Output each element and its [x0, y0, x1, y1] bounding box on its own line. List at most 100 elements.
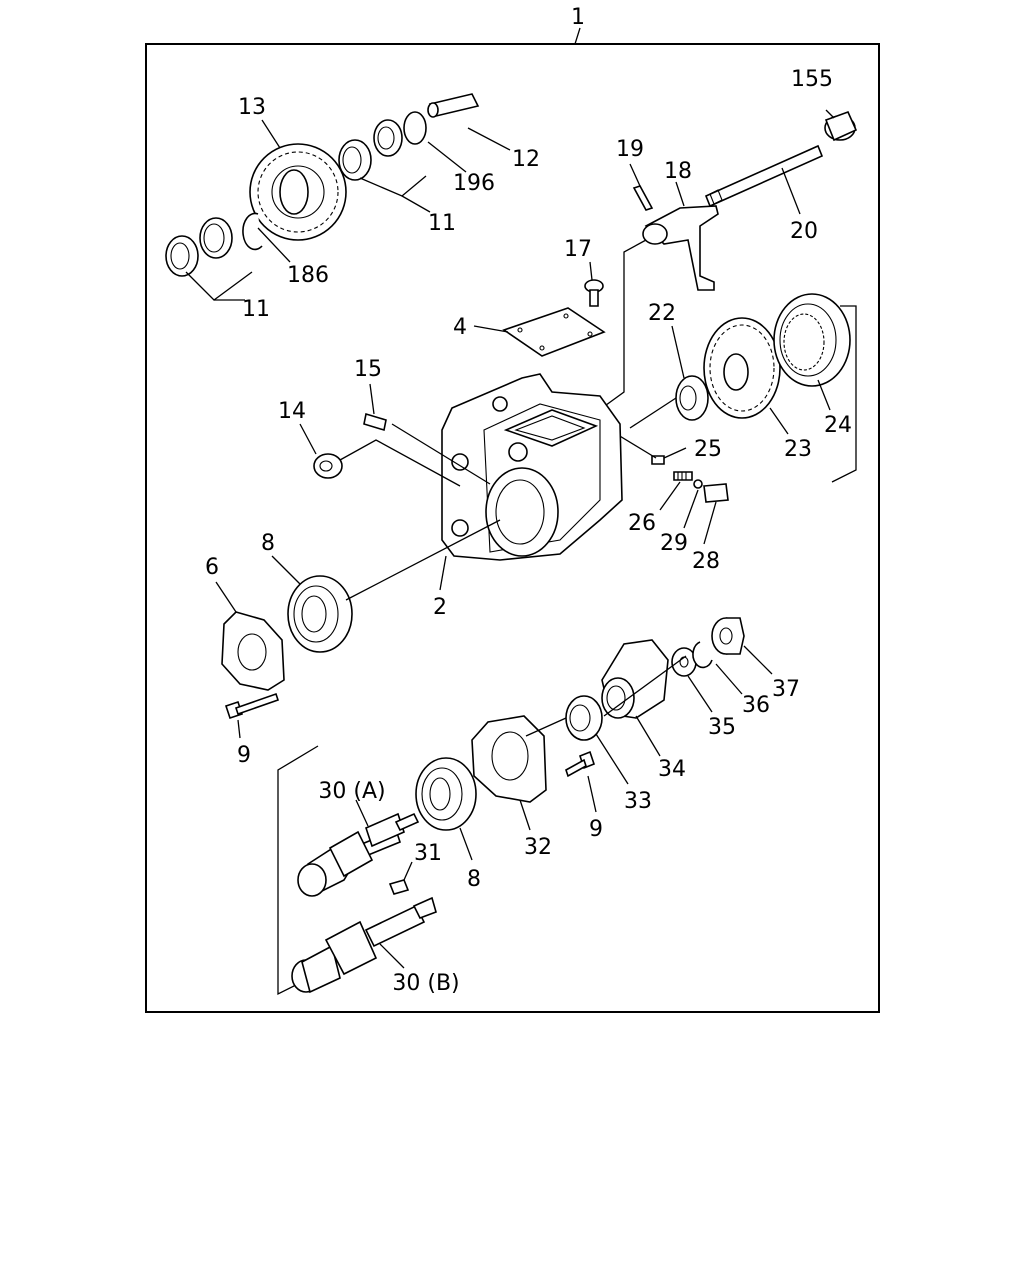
key-31 [388, 879, 410, 895]
pin-15 [363, 412, 387, 432]
fork-shaft-line [601, 239, 647, 409]
callout-9-left: 9 [237, 743, 251, 768]
callout-15: 15 [354, 357, 382, 382]
leader-24 [817, 379, 831, 411]
plate-6 [221, 611, 285, 691]
bracket-11-lower [185, 271, 253, 301]
sleeve-24 [773, 293, 851, 387]
bolt-9-left [224, 692, 280, 720]
bearing-8-lower [415, 757, 477, 831]
ball-29 [693, 479, 703, 489]
leader-6 [215, 581, 237, 613]
axis-15 [391, 423, 491, 485]
callout-24: 24 [824, 413, 852, 438]
nut-37 [711, 617, 745, 655]
shift-shaft-20 [704, 144, 824, 208]
leader-36 [715, 663, 743, 695]
bolt-9-right [565, 750, 595, 778]
spring-26 [673, 471, 693, 481]
leader-31 [403, 861, 413, 881]
callout-13: 13 [238, 95, 266, 120]
callout-186: 186 [287, 263, 329, 288]
callout-11-lower: 11 [242, 297, 270, 322]
callout-37: 37 [772, 677, 800, 702]
leader-22 [671, 325, 685, 379]
bracket-11-upper [359, 175, 427, 197]
snap-ring-186 [242, 212, 263, 251]
bolt-17 [584, 279, 604, 307]
gear-23 [703, 317, 781, 419]
bolt-28 [703, 483, 729, 503]
callout-26: 26 [628, 511, 656, 536]
pin-19 [632, 185, 654, 211]
leader-33 [595, 733, 629, 785]
leader-4 [473, 325, 509, 333]
callout-31: 31 [414, 841, 442, 866]
assembly-leader [574, 27, 581, 45]
cover-4 [502, 307, 606, 357]
callout-11-upper: 11 [428, 211, 456, 236]
callout-8-lower: 8 [467, 867, 481, 892]
callout-29: 29 [660, 531, 688, 556]
callout-36: 36 [742, 693, 770, 718]
leader-196 [427, 141, 467, 173]
leader-8-upper [271, 555, 301, 585]
seal-33 [565, 695, 603, 741]
leader-155 [825, 109, 835, 119]
leader-29 [683, 489, 699, 529]
washer-22 [675, 375, 709, 421]
leader-14 [299, 423, 317, 455]
bearing-11-lower [165, 217, 233, 277]
leader-23 [769, 407, 789, 435]
callout-196: 196 [453, 171, 495, 196]
bushing-155 [824, 110, 858, 142]
callout-22: 22 [648, 301, 676, 326]
shaft-30a [297, 812, 420, 897]
callout-34: 34 [658, 757, 686, 782]
callout-12: 12 [512, 147, 540, 172]
pin-12 [427, 93, 480, 118]
callout-19: 19 [616, 137, 644, 162]
ring-196 [403, 111, 427, 145]
leader-25 [663, 447, 687, 459]
callout-23: 23 [784, 437, 812, 462]
bracket-gears [831, 305, 857, 483]
callout-30a: 30 (A) [318, 779, 385, 804]
bushing-14 [313, 453, 343, 479]
leader-13 [261, 119, 281, 149]
axis-14 [339, 439, 461, 487]
callout-18: 18 [664, 159, 692, 184]
leader-28 [703, 501, 717, 545]
flange-34 [601, 639, 669, 719]
callout-32: 32 [524, 835, 552, 860]
leader-12 [467, 127, 511, 151]
callout-6: 6 [205, 555, 219, 580]
leader-9-left [237, 719, 241, 739]
callout-8-upper: 8 [261, 531, 275, 556]
leader-20 [781, 167, 801, 215]
case-2 [441, 373, 623, 561]
leader-186 [257, 227, 291, 263]
flange-32 [471, 715, 547, 803]
callout-20: 20 [790, 219, 818, 244]
leader-26 [659, 481, 681, 511]
assembly-frame [145, 43, 880, 1013]
callout-9-right: 9 [589, 817, 603, 842]
callout-4: 4 [453, 315, 467, 340]
leader-15 [369, 383, 375, 415]
leader-11-upper [401, 195, 431, 213]
bearing-11-upper [338, 119, 403, 181]
leader-32 [519, 799, 531, 831]
leader-30a [355, 799, 369, 827]
axis-8 [345, 519, 501, 601]
leader-35 [687, 675, 713, 713]
callout-2: 2 [433, 595, 447, 620]
callout-155: 155 [791, 67, 833, 92]
gear-13 [249, 143, 347, 241]
callout-33: 33 [624, 789, 652, 814]
callout-25: 25 [694, 437, 722, 462]
leader-17 [589, 261, 593, 281]
bearing-8-upper [287, 575, 353, 653]
axis-flange [603, 655, 687, 717]
